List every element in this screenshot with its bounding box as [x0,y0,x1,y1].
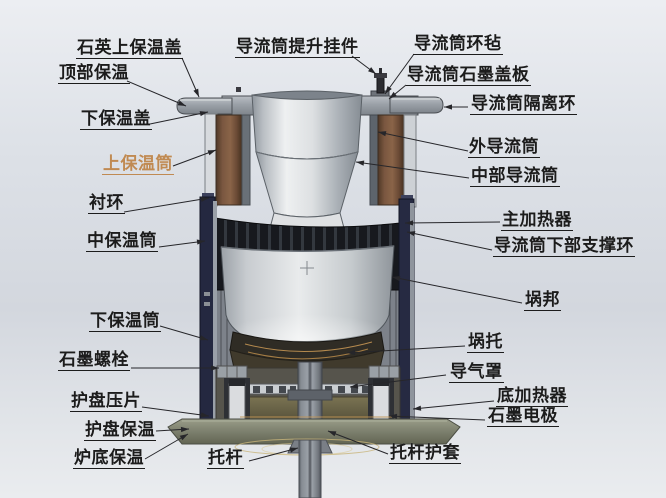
leader-arrow-middle-draft-tube [356,160,365,166]
leader-arrow-draft-tube-graphite-cover [389,91,397,99]
leader-arrow-gas-guide-cover [350,383,359,389]
leader-arrow-draft-tube-lower-support-ring [407,231,416,237]
leader-line-furnace-bottom-insulation [144,433,189,460]
crucible-shape [220,245,395,348]
leader-line-bottom-heater [412,400,495,410]
leader-line-lower-insulation-cover [149,111,209,125]
leader-line-guard-plate-clamp [141,406,210,417]
leader-arrow-draft-tube-isolation-ring [444,104,452,110]
leader-arrow-top-insulation [177,100,186,106]
leader-line-main-heater [404,221,501,224]
leader-line-crucible-support [346,345,466,354]
support-rod-shape [287,439,333,498]
leader-arrow-outer-draft-tube [378,131,387,137]
leader-arrow-liner-ring [200,196,209,202]
leader-arrow-support-rod-sheath [328,431,337,437]
leader-arrow-crucible-side [392,276,401,282]
leader-arrow-draft-tube-lifting-hanger [368,67,376,74]
leader-line-lower-insulation-cylinder [159,325,209,341]
leader-line-draft-tube-ring-felt [384,53,415,95]
leader-arrow-crucible-support [347,349,356,356]
leader-arrow-main-heater [405,220,414,226]
leader-line-graphite-electrode [388,415,486,421]
leader-arrow-support-rod [289,447,298,453]
leader-arrow-middle-insulation-cylinder [196,239,205,245]
leader-arrow-quartz-upper-insulation-cover [193,88,199,97]
leader-line-support-rod-sheath [327,430,389,455]
leader-line-top-insulation [126,80,187,107]
bottom-mechanism-shape [215,361,401,426]
leader-line-draft-tube-lower-support-ring [406,231,493,251]
leader-arrow-bottom-heater [413,405,422,411]
lifting-hanger-shape [236,68,390,100]
leader-line-middle-draft-tube [355,161,470,179]
leader-line-gas-guide-cover [349,374,447,388]
leader-arrow-graphite-electrode [389,413,398,419]
leader-line-crucible-side [391,276,523,304]
outer-shell-shape [199,193,415,431]
base-plate-shape [167,418,461,456]
leader-arrow-draft-tube-ring-felt [385,85,392,94]
leader-line-outer-draft-tube [377,131,469,152]
leader-arrow-lower-insulation-cover [199,111,208,117]
leader-line-liner-ring [123,197,210,213]
leader-arrow-furnace-bottom-insulation [179,434,188,441]
leader-arrow-guard-plate-insulation [180,426,189,433]
leader-line-support-rod [248,447,299,462]
draft-tube-shape [251,90,363,234]
leader-arrow-graphite-bolt [211,365,219,371]
leader-arrow-guard-plate-clamp [200,412,209,418]
leader-arrow-upper-insulation-cylinder [207,150,216,156]
leader-arrow-lower-insulation-cylinder [199,335,208,341]
